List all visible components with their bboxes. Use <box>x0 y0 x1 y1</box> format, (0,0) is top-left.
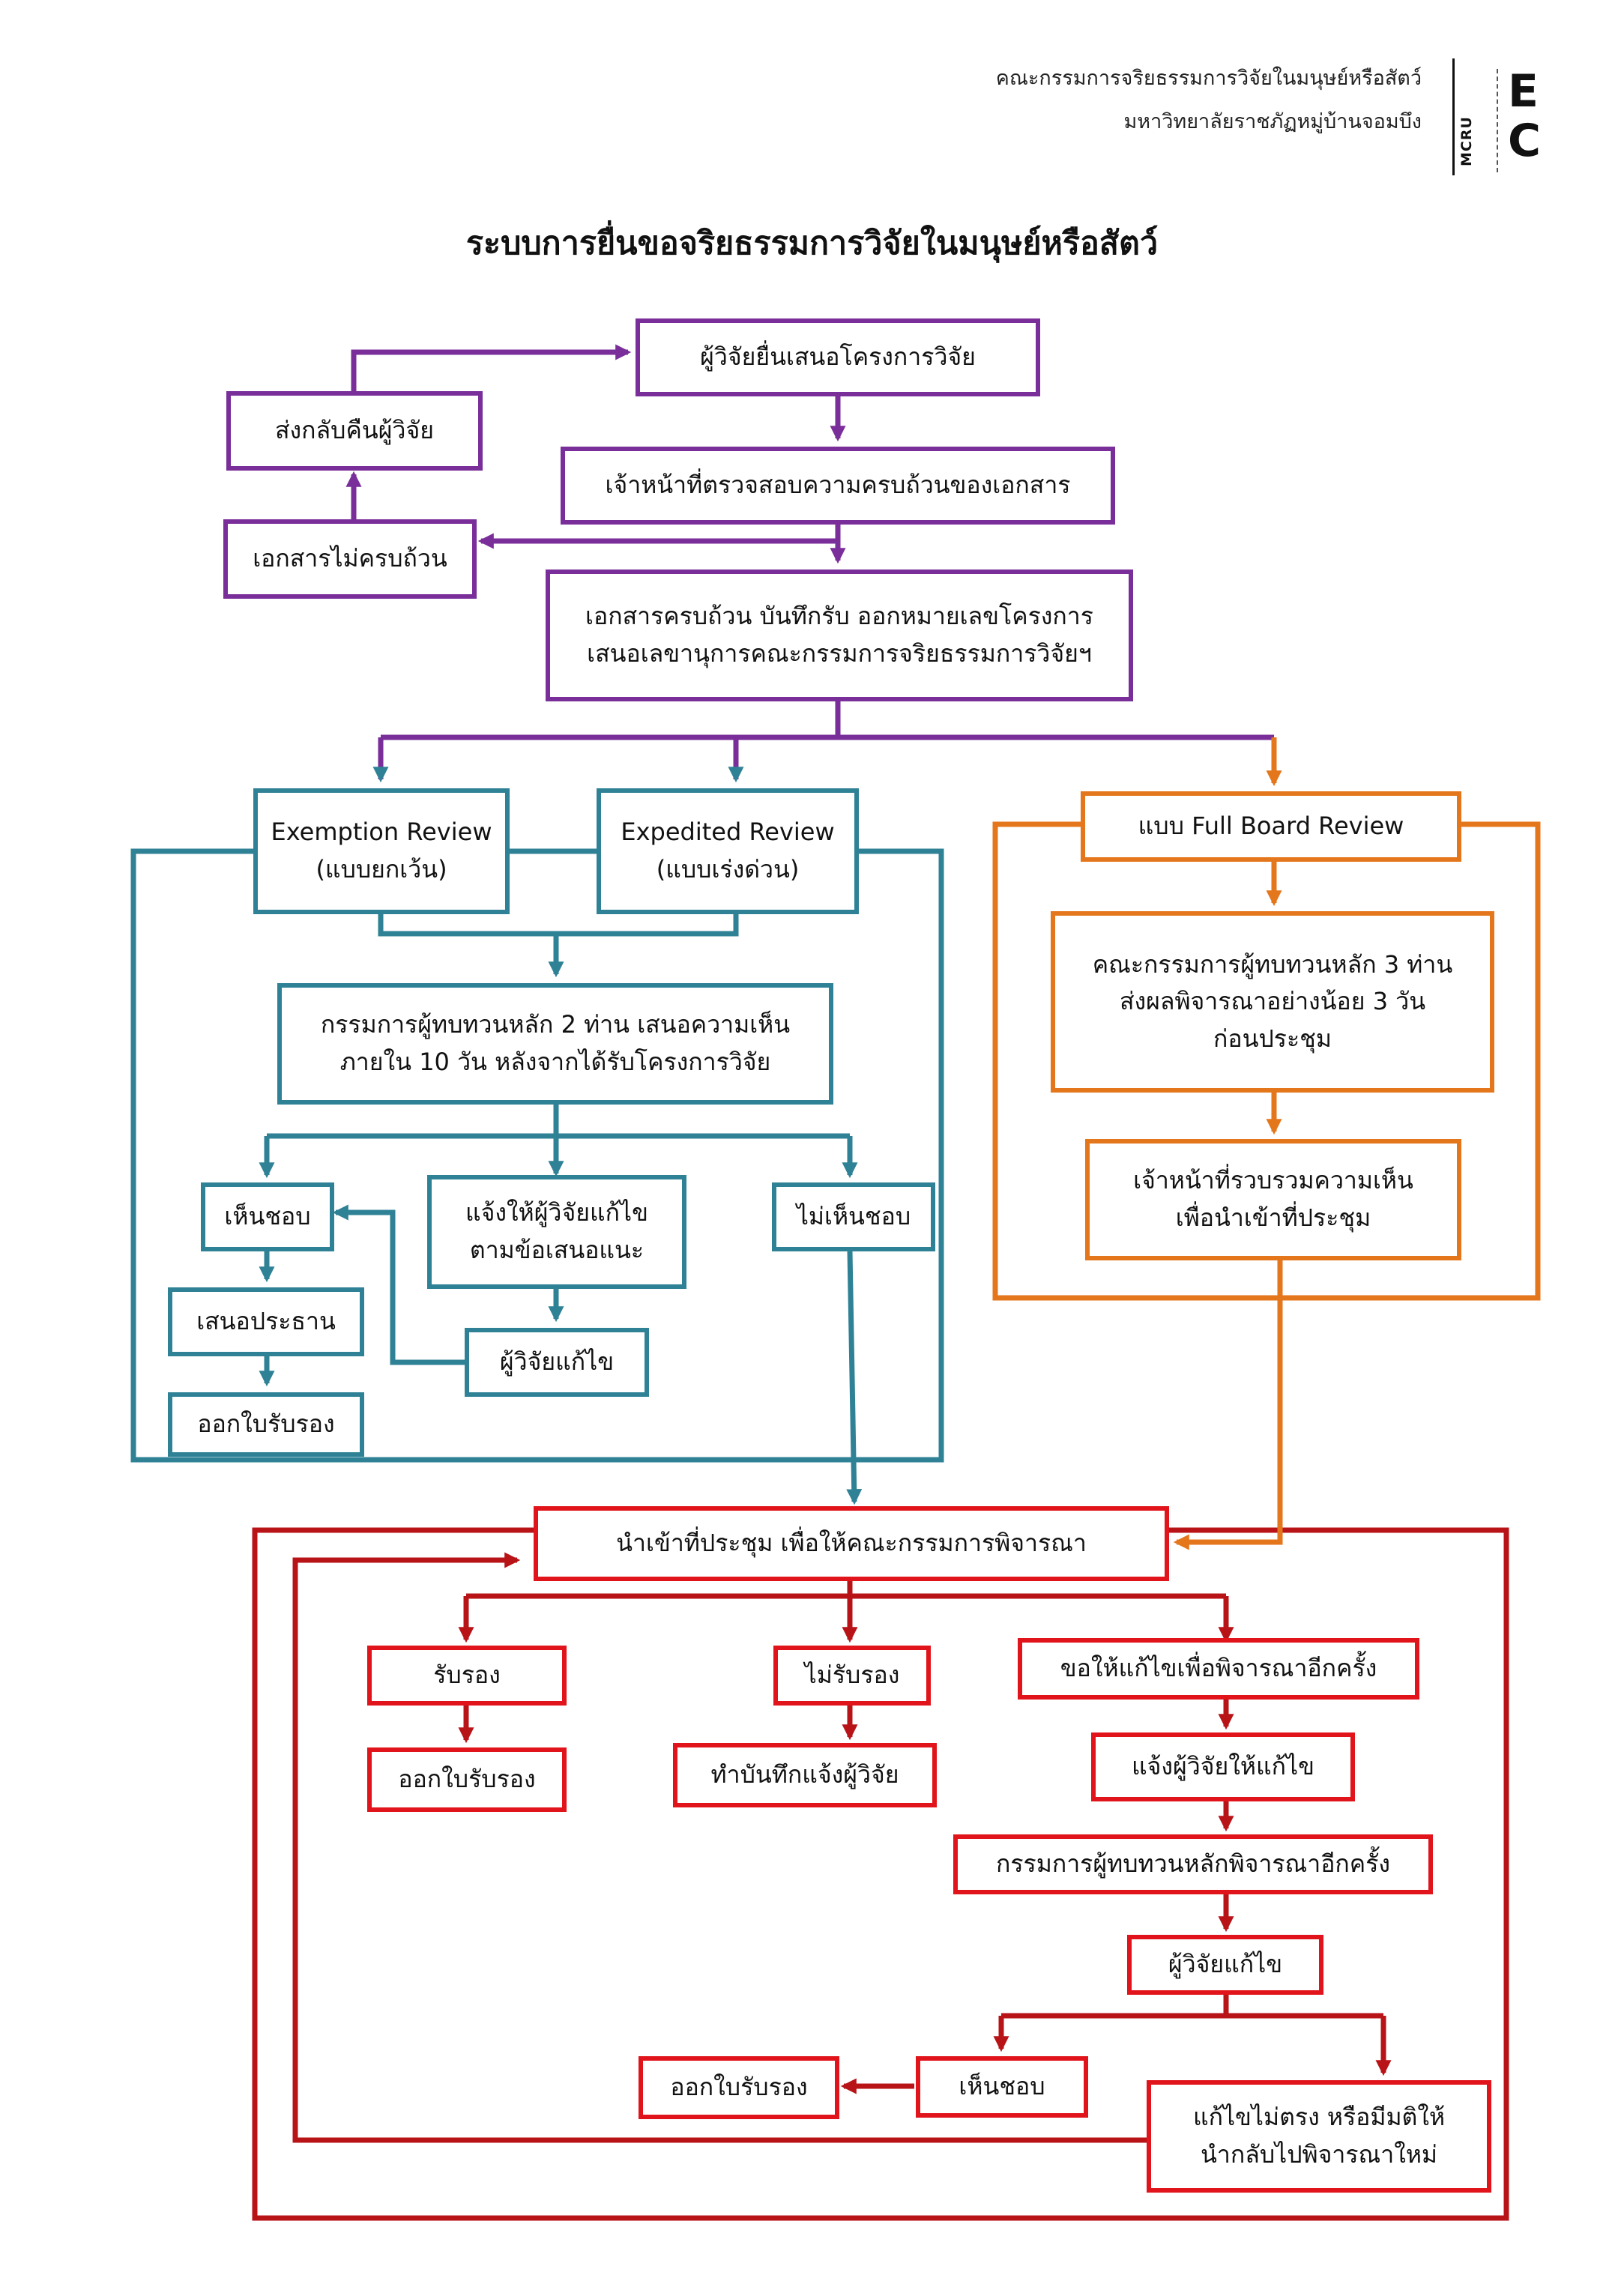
notify-researcher-label: แจ้งผู้วิจัยให้แก้ไข <box>1132 1752 1314 1781</box>
logo-separator <box>1497 69 1498 172</box>
two-reviewers-box: กรรมการผู้ทบทวนหลัก 2 ท่าน เสนอความเห็น … <box>277 983 833 1105</box>
revise-again-box: ขอให้แก้ไขเพื่อพิจารณาอีกครั้ง <box>1018 1638 1419 1700</box>
propose-chair-box: เสนอประธาน <box>168 1287 364 1356</box>
record-notify-box: ทำบันทึกแจ้งผู้วิจัย <box>673 1743 937 1807</box>
notify-fix-label-2: ตามข้อเสนอแนะ <box>469 1236 645 1264</box>
three-reviewers-label-2: ส่งผลพิจารณาอย่างน้อย 3 วัน <box>1119 987 1426 1016</box>
not-match-label-2: นำกลับไปพิจารณาใหม่ <box>1200 2140 1437 2169</box>
approve-label: รับรอง <box>433 1661 501 1690</box>
notify-fix-label-1: แจ้งให้ผู้วิจัยแก้ไข <box>465 1198 648 1227</box>
document-check-label: เจ้าหน้าที่ตรวจสอบความครบถ้วนของเอกสาร <box>605 471 1071 500</box>
disagree-box: ไม่เห็นชอบ <box>772 1182 935 1251</box>
incomplete-documents-label: เอกสารไม่ครบถ้วน <box>253 544 447 573</box>
exemption-review-label: Exemption Review <box>271 818 492 847</box>
agree-box-a: เห็นชอบ <box>201 1182 334 1251</box>
expedited-review-label: Expedited Review <box>621 818 835 847</box>
certificate-box-b: ออกใบรับรอง <box>367 1747 567 1812</box>
submit-proposal-box: ผู้วิจัยยื่นเสนอโครงการวิจัย <box>636 318 1040 396</box>
return-to-researcher-box: ส่งกลับคืนผู้วิจัย <box>226 391 483 471</box>
researcher-fix-box-b: ผู้วิจัยแก้ไข <box>1127 1935 1323 1995</box>
page-title: ระบบการยื่นขอจริยธรรมการวิจัยในมนุษย์หรื… <box>465 225 1159 262</box>
collect-opinions-box: เจ้าหน้าที่รวบรวมความเห็น เพื่อนำเข้าที่… <box>1085 1139 1461 1260</box>
exemption-review-thai-label: (แบบยกเว้น) <box>316 855 447 883</box>
full-board-review-box: แบบ Full Board Review <box>1081 791 1461 862</box>
disagree-label: ไม่เห็นชอบ <box>796 1202 911 1231</box>
record-notify-label: ทำบันทึกแจ้งผู้วิจัย <box>710 1760 899 1789</box>
document-check-box: เจ้าหน้าที่ตรวจสอบความครบถ้วนของเอกสาร <box>561 447 1115 525</box>
orange-connectors <box>1173 737 1283 1550</box>
notify-fix-box: แจ้งให้ผู้วิจัยแก้ไข ตามข้อเสนอแนะ <box>427 1175 686 1289</box>
certificate-label-c: ออกใบรับรอง <box>670 2073 808 2102</box>
return-to-researcher-label: ส่งกลับคืนผู้วิจัย <box>275 416 434 445</box>
expedited-review-thai-label: (แบบเร่งด่วน) <box>656 855 800 883</box>
header-committee-name: คณะกรรมการจริยธรรมการวิจัยในมนุษย์หรือสั… <box>995 67 1422 90</box>
certificate-box-c: ออกใบรับรอง <box>639 2056 839 2119</box>
exemption-review-box: Exemption Review (แบบยกเว้น) <box>253 788 510 914</box>
researcher-fix-box-a: ผู้วิจัยแก้ไข <box>465 1328 649 1397</box>
researcher-fix-label-a: ผู้วิจัยแก้ไข <box>499 1347 615 1377</box>
three-reviewers-label-3: ก่อนประชุม <box>1213 1024 1332 1053</box>
two-reviewers-label-2: ภายใน 10 วัน หลังจากได้รับโครงการวิจัย <box>339 1048 771 1076</box>
complete-documents-label-1: เอกสารครบถ้วน บันทึกรับ ออกหมายเลขโครงกา… <box>585 602 1093 631</box>
committee-meeting-box: นำเข้าที่ประชุม เพื่อให้คณะกรรมการพิจารณ… <box>534 1506 1169 1581</box>
certificate-label-b: ออกใบรับรอง <box>398 1765 536 1794</box>
approve-box: รับรอง <box>367 1646 567 1706</box>
teal-section-frame <box>130 848 944 1463</box>
revise-again-label: ขอให้แก้ไขเพื่อพิจารณาอีกครั้ง <box>1060 1654 1377 1683</box>
red-connectors <box>292 1552 1392 2143</box>
complete-documents-label-2: เสนอเลขานุการคณะกรรมการจริยธรรมการวิจัยฯ <box>587 639 1092 668</box>
reject-box: ไม่รับรอง <box>773 1646 931 1706</box>
certificate-box-a: ออกใบรับรอง <box>168 1392 364 1457</box>
main-reviewer-reconsider-label: กรรมการผู้ทบทวนหลักพิจารณาอีกครั้ง <box>995 1849 1390 1879</box>
three-reviewers-label-1: คณะกรรมการผู้ทบทวนหลัก 3 ท่าน <box>1092 949 1453 979</box>
main-reviewer-reconsider-box: กรรมการผู้ทบทวนหลักพิจารณาอีกครั้ง <box>953 1834 1433 1894</box>
certificate-label-a: ออกใบรับรอง <box>197 1410 335 1439</box>
orange-section-frame <box>992 821 1541 1301</box>
full-board-review-label: แบบ Full Board Review <box>1138 812 1404 841</box>
three-reviewers-box: คณะกรรมการผู้ทบทวนหลัก 3 ท่าน ส่งผลพิจาร… <box>1051 911 1494 1093</box>
agree-box-b: เห็นชอบ <box>916 2056 1088 2118</box>
purple-connectors <box>345 344 1274 783</box>
submit-proposal-label: ผู้วิจัยยื่นเสนอโครงการวิจัย <box>700 342 976 372</box>
notify-researcher-box: แจ้งผู้วิจัยให้แก้ไข <box>1091 1732 1355 1801</box>
committee-meeting-label: นำเข้าที่ประชุม เพื่อให้คณะกรรมการพิจารณ… <box>616 1529 1087 1558</box>
researcher-fix-label-b: ผู้วิจัยแก้ไข <box>1168 1950 1283 1979</box>
collect-opinions-label-1: เจ้าหน้าที่รวบรวมความเห็น <box>1133 1166 1413 1195</box>
header-university-name: มหาวิทยาลัยราชภัฏหมู่บ้านจอมบึง <box>1123 110 1422 133</box>
header-divider <box>1452 58 1455 175</box>
agree-label-b: เห็นชอบ <box>959 2072 1045 2101</box>
complete-documents-box: เอกสารครบถ้วน บันทึกรับ ออกหมายเลขโครงกา… <box>546 570 1133 701</box>
not-match-reconsider-box: แก้ไขไม่ตรง หรือมีมติให้ นำกลับไปพิจารณา… <box>1147 2080 1491 2193</box>
two-reviewers-label-1: กรรมการผู้ทบทวนหลัก 2 ท่าน เสนอความเห็น <box>320 1010 791 1039</box>
incomplete-documents-box: เอกสารไม่ครบถ้วน <box>223 519 477 599</box>
collect-opinions-label-2: เพื่อนำเข้าที่ประชุม <box>1175 1203 1371 1232</box>
reject-label: ไม่รับรอง <box>804 1661 900 1690</box>
propose-chair-label: เสนอประธาน <box>196 1307 336 1336</box>
logo-letter-c: C <box>1508 115 1542 167</box>
expedited-review-box: Expedited Review (แบบเร่งด่วน) <box>597 788 859 914</box>
not-match-label-1: แก้ไขไม่ตรง หรือมีมติให้ <box>1192 2103 1446 2132</box>
logo-letter-e: E <box>1508 65 1539 118</box>
red-section-frame <box>252 1527 1509 2221</box>
agree-label-a: เห็นชอบ <box>224 1202 311 1231</box>
